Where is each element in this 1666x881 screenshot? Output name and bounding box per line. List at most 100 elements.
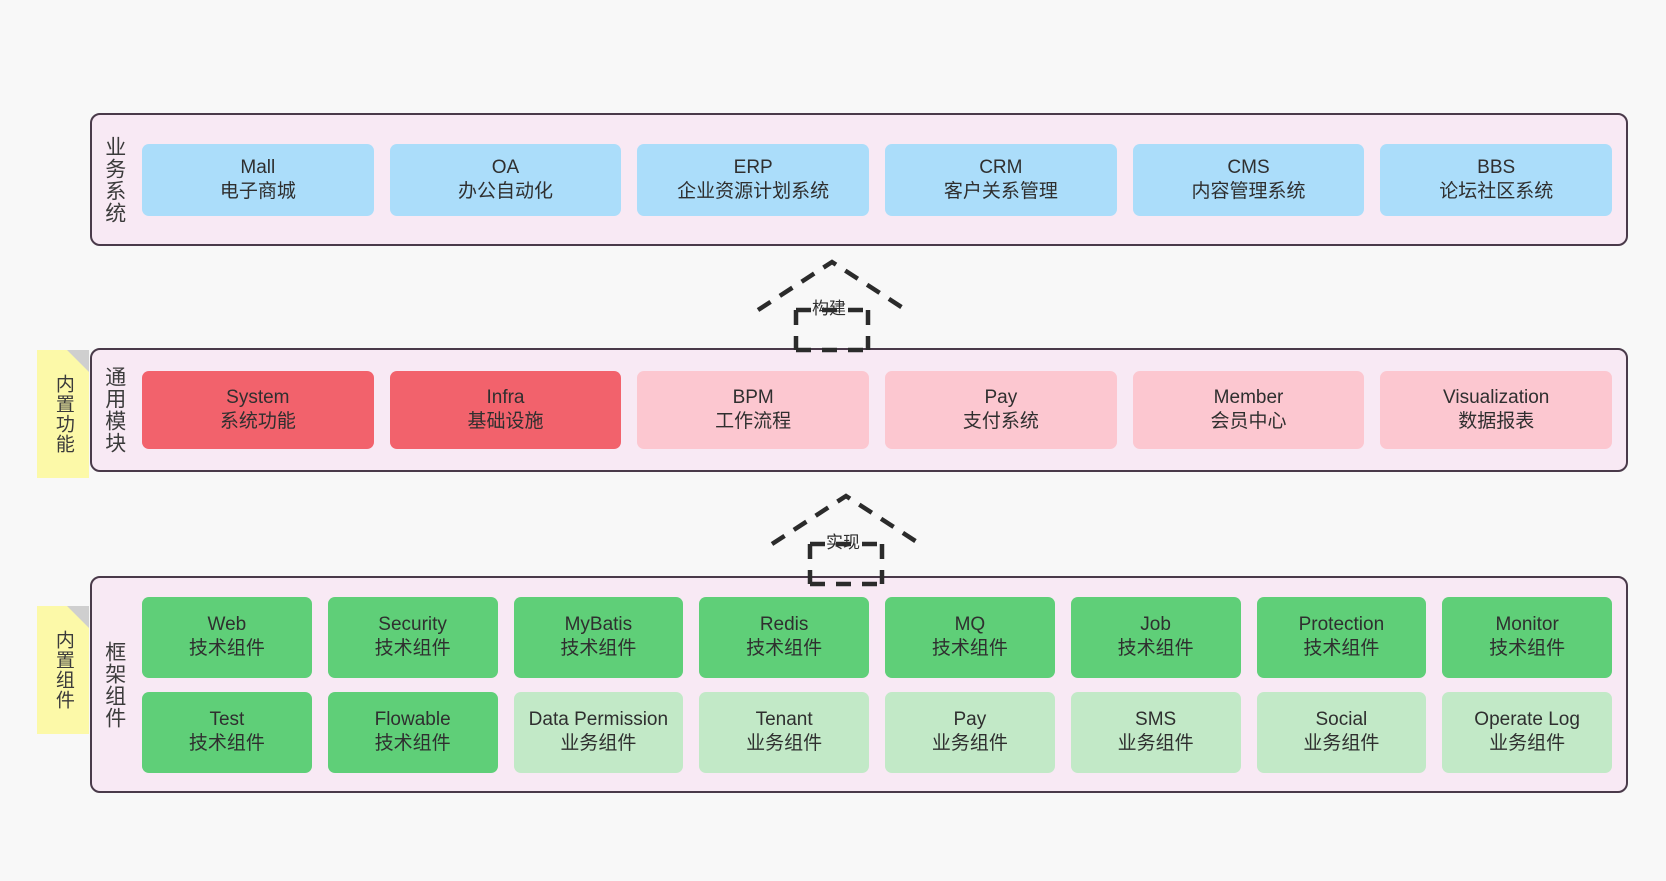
component-test[interactable]: Test 技术组件 <box>142 691 312 773</box>
module-system[interactable]: System 系统功能 <box>142 371 374 449</box>
module-erp[interactable]: ERP 企业资源计划系统 <box>637 143 870 216</box>
module-subtitle: 工作流程 <box>715 411 792 432</box>
component-subtitle: 技术组件 <box>188 733 265 754</box>
row: Web 技术组件 Security 技术组件 MyBatis 技术组件 Redi… <box>142 596 1612 678</box>
component-subtitle: 技术组件 <box>931 638 1008 659</box>
module-subtitle: 电子商城 <box>219 180 296 202</box>
module-mall[interactable]: Mall 电子商城 <box>142 143 374 216</box>
component-social[interactable]: Social 业务组件 <box>1256 691 1427 773</box>
component-title: Operate Log <box>1474 709 1580 731</box>
component-subtitle: 技术组件 <box>560 638 637 659</box>
component-mq[interactable]: MQ 技术组件 <box>885 596 1055 678</box>
component-subtitle: 业务组件 <box>560 733 637 754</box>
layer-framework-component-label: 框架组件 <box>102 640 126 729</box>
note-fold-icon <box>67 606 89 628</box>
module-crm[interactable]: CRM 客户关系管理 <box>885 143 1117 216</box>
component-sms[interactable]: SMS 业务组件 <box>1070 691 1241 773</box>
component-subtitle: 业务组件 <box>1489 733 1566 754</box>
module-subtitle: 客户关系管理 <box>943 180 1058 202</box>
module-pay[interactable]: Pay 支付系统 <box>885 371 1117 449</box>
component-subtitle: 业务组件 <box>931 733 1008 754</box>
component-protection[interactable]: Protection 技术组件 <box>1256 596 1427 678</box>
component-title: Protection <box>1298 614 1385 636</box>
component-data-permission[interactable]: Data Permission 业务组件 <box>513 691 684 773</box>
module-subtitle: 企业资源计划系统 <box>677 180 830 202</box>
component-subtitle: 技术组件 <box>1489 638 1566 659</box>
component-pay[interactable]: Pay 业务组件 <box>885 691 1055 773</box>
arrow-build: 构建 <box>752 258 912 353</box>
component-title: Web <box>207 614 247 636</box>
layer-common-module-label: 通用模块 <box>102 366 126 454</box>
component-title: Security <box>378 614 447 636</box>
arrow-implement: 实现 <box>766 492 926 587</box>
component-web[interactable]: Web 技术组件 <box>142 596 312 678</box>
component-title: Flowable <box>374 709 451 731</box>
component-subtitle: 技术组件 <box>746 638 823 659</box>
module-title: ERP <box>733 156 773 178</box>
layer-common-module-body: System 系统功能 Infra 基础设施 BPM 工作流程 Pay 支付系统… <box>136 350 1626 470</box>
module-subtitle: 数据报表 <box>1458 411 1535 432</box>
arrow-build-label: 构建 <box>812 299 846 318</box>
module-member[interactable]: Member 会员中心 <box>1132 371 1365 449</box>
component-title: MyBatis <box>564 614 633 636</box>
module-visualization[interactable]: Visualization 数据报表 <box>1380 371 1613 449</box>
component-title: Monitor <box>1495 614 1559 636</box>
component-title: Data Permission <box>528 709 669 731</box>
note-fold-icon <box>67 350 89 372</box>
component-monitor[interactable]: Monitor 技术组件 <box>1442 596 1612 678</box>
module-bbs[interactable]: BBS 论坛社区系统 <box>1380 143 1613 216</box>
module-title: System <box>226 387 290 409</box>
component-mybatis[interactable]: MyBatis 技术组件 <box>513 596 684 678</box>
component-tenant[interactable]: Tenant 业务组件 <box>699 691 869 773</box>
note-built-in-components[interactable]: 内置组件 <box>37 606 89 734</box>
layer-common-module[interactable]: 通用模块 System 系统功能 Infra 基础设施 BPM 工作流程 Pay… <box>90 348 1628 472</box>
component-subtitle: 技术组件 <box>374 733 451 754</box>
component-job[interactable]: Job 技术组件 <box>1070 596 1241 678</box>
component-title: Pay <box>953 709 987 731</box>
module-subtitle: 支付系统 <box>962 411 1039 432</box>
module-subtitle: 基础设施 <box>467 411 544 432</box>
note-built-in-features[interactable]: 内置功能 <box>37 350 89 478</box>
component-subtitle: 技术组件 <box>188 638 265 659</box>
component-title: Social <box>1315 709 1368 731</box>
module-subtitle: 论坛社区系统 <box>1439 180 1554 202</box>
note-built-in-features-label: 内置功能 <box>52 374 74 454</box>
module-title: Pay <box>984 387 1018 409</box>
layer-business-system[interactable]: 业务系统 Mall 电子商城 OA 办公自动化 ERP 企业资源计划系统 CRM… <box>90 113 1628 246</box>
note-built-in-components-label: 内置组件 <box>52 630 74 710</box>
module-title: Infra <box>486 387 525 409</box>
row: Test 技术组件 Flowable 技术组件 Data Permission … <box>142 691 1612 773</box>
component-redis[interactable]: Redis 技术组件 <box>699 596 869 678</box>
component-subtitle: 技术组件 <box>1303 638 1380 659</box>
layer-framework-component[interactable]: 框架组件 Web 技术组件 Security 技术组件 MyBatis 技术组件… <box>90 576 1628 793</box>
component-security[interactable]: Security 技术组件 <box>327 596 498 678</box>
component-title: SMS <box>1135 709 1177 731</box>
module-title: CRM <box>979 156 1023 178</box>
row: System 系统功能 Infra 基础设施 BPM 工作流程 Pay 支付系统… <box>142 371 1613 449</box>
module-title: CMS <box>1227 156 1270 178</box>
component-title: Redis <box>759 614 809 636</box>
module-subtitle: 内容管理系统 <box>1191 180 1306 202</box>
component-title: Tenant <box>755 709 813 731</box>
component-title: MQ <box>954 614 986 636</box>
module-subtitle: 办公自动化 <box>458 180 554 202</box>
module-oa[interactable]: OA 办公自动化 <box>389 143 622 216</box>
row: Mall 电子商城 OA 办公自动化 ERP 企业资源计划系统 CRM 客户关系… <box>142 143 1613 216</box>
module-cms[interactable]: CMS 内容管理系统 <box>1132 143 1365 216</box>
layer-business-system-label: 业务系统 <box>102 135 126 224</box>
component-operate-log[interactable]: Operate Log 业务组件 <box>1442 691 1612 773</box>
component-subtitle: 技术组件 <box>374 638 451 659</box>
layer-business-system-body: Mall 电子商城 OA 办公自动化 ERP 企业资源计划系统 CRM 客户关系… <box>136 115 1626 244</box>
module-infra[interactable]: Infra 基础设施 <box>389 371 622 449</box>
component-subtitle: 业务组件 <box>1117 733 1194 754</box>
component-flowable[interactable]: Flowable 技术组件 <box>327 691 498 773</box>
arrow-implement-label: 实现 <box>826 533 860 552</box>
component-subtitle: 业务组件 <box>746 733 823 754</box>
component-title: Test <box>209 709 245 731</box>
module-bpm[interactable]: BPM 工作流程 <box>637 371 870 449</box>
module-subtitle: 会员中心 <box>1210 411 1287 432</box>
module-title: BBS <box>1477 156 1516 178</box>
module-title: Member <box>1213 387 1284 409</box>
component-subtitle: 业务组件 <box>1303 733 1380 754</box>
module-title: Mall <box>240 156 276 178</box>
